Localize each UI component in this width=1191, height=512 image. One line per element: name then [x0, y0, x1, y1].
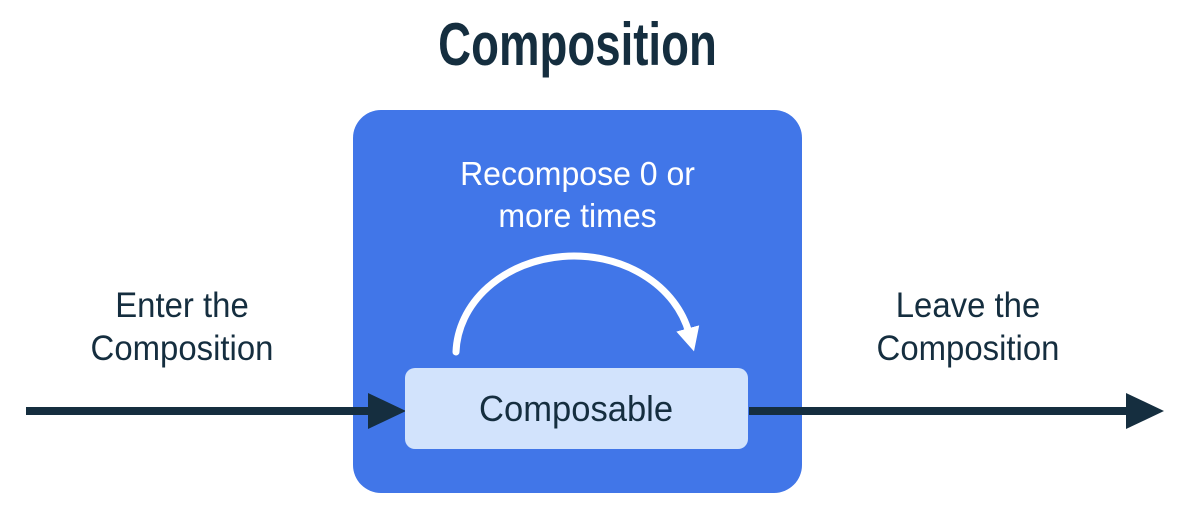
recompose-label-line2: more times — [498, 197, 657, 234]
enter-composition-label: Enter the Composition — [39, 284, 325, 370]
enter-label-line2: Composition — [90, 329, 274, 368]
diagram-title: Composition — [438, 11, 717, 78]
composable-node: Composable — [405, 368, 748, 449]
composable-node-label: Composable — [479, 387, 674, 429]
recompose-label: Recompose 0 or more times — [360, 153, 796, 237]
enter-arrow-icon — [26, 393, 406, 429]
leave-arrow-icon — [749, 393, 1164, 429]
enter-label-line1: Enter the — [115, 286, 249, 325]
leave-composition-label: Leave the Composition — [825, 284, 1111, 370]
recompose-label-line1: Recompose 0 or — [460, 155, 695, 192]
leave-label-line1: Leave the — [895, 286, 1041, 325]
leave-label-line2: Composition — [876, 329, 1060, 368]
